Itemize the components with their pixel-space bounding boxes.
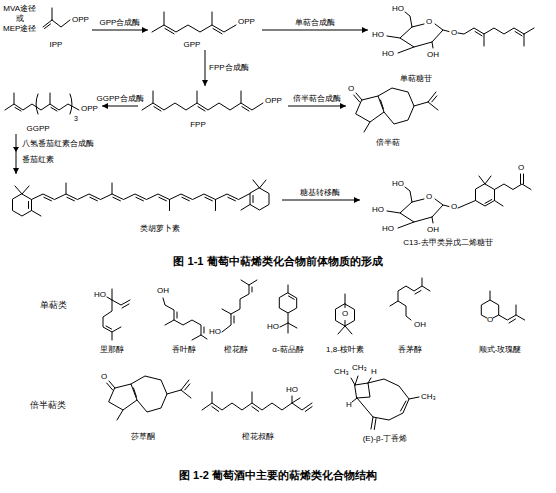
atom-label: CH₃ [334, 367, 349, 377]
atom-label: H [371, 367, 377, 377]
reaction-arrow [262, 30, 368, 31]
compound-name: FPP [190, 120, 206, 130]
atom-label: CH₃ [352, 363, 367, 373]
caryophyllene-structure [351, 376, 419, 430]
terpineol-structure [279, 285, 297, 333]
atom-label: O [518, 163, 524, 173]
compound-name: 1,8-桉叶素 [326, 345, 364, 355]
enzyme-label: 倍半萜合成酶 [293, 94, 341, 104]
atom-label: HO [392, 4, 404, 14]
ipp-structure [43, 8, 70, 29]
atom-label: HO [372, 205, 384, 215]
atom-label: OH [157, 286, 169, 296]
enzyme-label: 糖基转移酶 [300, 188, 340, 198]
ggpp-structure [5, 93, 79, 114]
atom-label: O [426, 17, 432, 27]
row-label: 单萜类 [40, 300, 67, 311]
compound-name: 单萜糖苷 [400, 74, 432, 84]
intermediate-name: 番茄红素 [22, 155, 54, 165]
enzyme-label: GPP合成酶 [100, 18, 141, 28]
atom-label: HO [286, 385, 298, 395]
citronellol-structure [390, 278, 430, 320]
atom-label: HO [209, 327, 221, 337]
compound-name: IPP [50, 40, 63, 50]
atom-label: O [451, 28, 457, 38]
compound-name: 莎草酮 [131, 432, 155, 442]
reaction-arrow [102, 106, 138, 107]
compound-name: 倍半萜 [376, 138, 400, 148]
atom-label: O [101, 372, 107, 382]
atom-label: HO [382, 49, 394, 59]
molecule-node: 单萜糖苷 [368, 2, 548, 84]
repeat-subscript: 3 [74, 114, 78, 123]
row-label: 倍半萜类 [30, 400, 66, 411]
norisoprenoid-glycoside-structure [387, 174, 531, 228]
atom-label: OPP [238, 17, 255, 27]
cineole-structure [336, 294, 355, 334]
molecule-node: GPP [148, 4, 262, 50]
reaction-arrow [92, 30, 148, 31]
rotundone-structure [107, 376, 191, 420]
enzyme-label: GGPP合成酶 [96, 94, 143, 104]
atom-label: OH [414, 320, 426, 330]
carotene-structure [13, 180, 270, 216]
enzyme-label: 单萜合成酶 [295, 18, 335, 28]
compound-name: 香叶醇 [172, 345, 196, 355]
compound-name: 顺式-玫瑰醚 [479, 345, 522, 355]
atom-label: HO [382, 224, 394, 234]
compound-name: GPP [184, 40, 201, 50]
nerolidol-structure [202, 392, 312, 411]
compound-name: 橙花醇 [224, 345, 248, 355]
pathway-note: MVA途径 或 MEP途径 [3, 4, 36, 34]
compound-name: C13-去甲类异戊二烯糖苷 [403, 238, 492, 248]
reaction-arrow [205, 50, 206, 86]
atom-label: O [451, 202, 457, 212]
atom-label: HO [94, 290, 106, 300]
atom-label: H [346, 400, 352, 410]
compound-name: 类胡萝卜素 [140, 224, 180, 234]
sesquiterpene-structure [354, 88, 438, 132]
atom-label: HO [392, 179, 404, 189]
atom-label: OH [427, 50, 439, 60]
reaction-arrow [282, 200, 360, 201]
monoterpene-glycoside-structure [387, 12, 534, 53]
atom-label: OPP [81, 104, 98, 114]
reaction-arrow [288, 106, 346, 107]
nerol-structure [222, 280, 257, 332]
atom-label: HO [267, 322, 279, 332]
compound-name: (E)-β-丁香烯 [363, 434, 408, 444]
gpp-structure [152, 12, 236, 34]
atom-label: OPP [72, 15, 89, 25]
fpp-structure [142, 91, 263, 111]
atom-label: OH [427, 225, 439, 235]
figure-caption: 图 1-1 葡萄中萜烯类化合物前体物质的形成 [173, 254, 382, 268]
reaction-arrow [16, 134, 17, 174]
molecule-node: 类胡萝卜素 [4, 174, 282, 234]
atom-label: CH₃ [421, 392, 436, 402]
compound-name: 香茅醇 [398, 345, 422, 355]
atom-label: O [348, 84, 354, 94]
compound-name: 里那醇 [100, 345, 124, 355]
compound-name: α-萜品醇 [272, 345, 303, 355]
geraniol-structure [163, 298, 207, 340]
atom-label: HO [372, 30, 384, 40]
atom-label: O [487, 315, 493, 325]
compound-name: 橙花叔醇 [242, 432, 274, 442]
molecule-node: FPP [138, 86, 288, 130]
enzyme-label: 八氢番茄红素合成酶 [22, 139, 94, 149]
atom-label: O [342, 309, 348, 319]
compound-name: GGPP [26, 124, 49, 134]
figure-caption: 图 1-2 葡萄酒中主要的萜烯类化合物结构 [179, 468, 377, 482]
atom-label: OPP [265, 96, 282, 106]
molecule-node: 倍半萜 [346, 84, 442, 148]
atom-label: O [426, 192, 432, 202]
molecule-node: IPP [40, 4, 92, 50]
enzyme-label: FPP合成酶 [209, 63, 249, 73]
linalool-structure [103, 289, 130, 340]
